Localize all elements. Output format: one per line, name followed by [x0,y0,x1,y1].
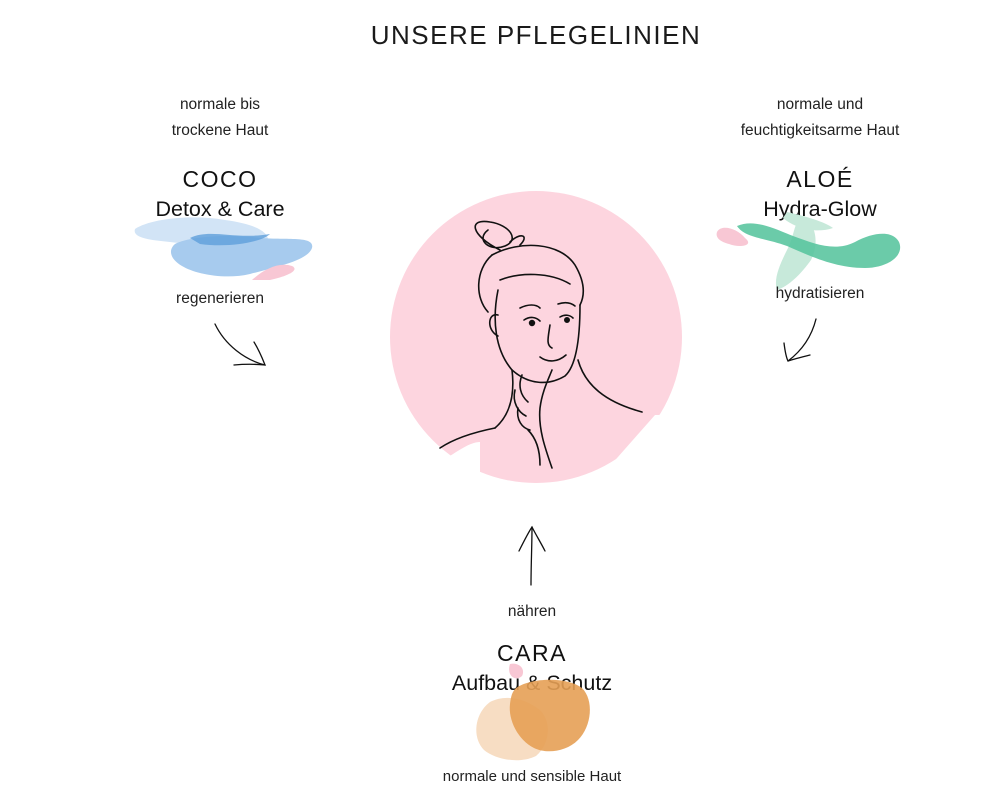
aloe-verb: hydratisieren [775,285,865,302]
coco-skin-type-line1: normale bis [179,96,261,113]
coco-skin-type-line2: trockene Haut [171,122,269,139]
aloe-arrow-icon [783,318,817,362]
coco-name: COCO [182,166,258,192]
cara-verb: nähren [507,603,557,620]
cara-watercolor-blob [476,663,590,761]
cara-skin-type: normale und sensible Haut [442,768,622,785]
coco-verb: regenerieren [176,290,264,307]
circle-cut [580,415,700,500]
coco-arrow-icon [214,323,267,366]
face-illustration [390,191,700,500]
cara-name: CARA [497,640,567,666]
face-background-circle [390,191,682,483]
cara-arrow-icon [518,525,546,586]
aloe-skin-type-line2: feuchtigkeitsarme Haut [740,122,900,139]
aloe-skin-type-line1: normale und [776,96,864,113]
coco-watercolor-blob [134,217,313,280]
aloe-name: ALOÉ [786,166,854,192]
aloe-watercolor-blob [716,212,901,290]
aloe-block: normale und feuchtigkeitsarme Haut ALOÉ … [700,92,940,224]
coco-block: normale bis trockene Haut COCO Detox & C… [120,92,320,224]
circle-cut-left [420,442,480,500]
coco-subtitle: Detox & Care [155,197,285,221]
page-title: UNSERE PFLEGELINIEN [370,20,702,50]
aloe-subtitle: Hydra-Glow [763,197,877,221]
